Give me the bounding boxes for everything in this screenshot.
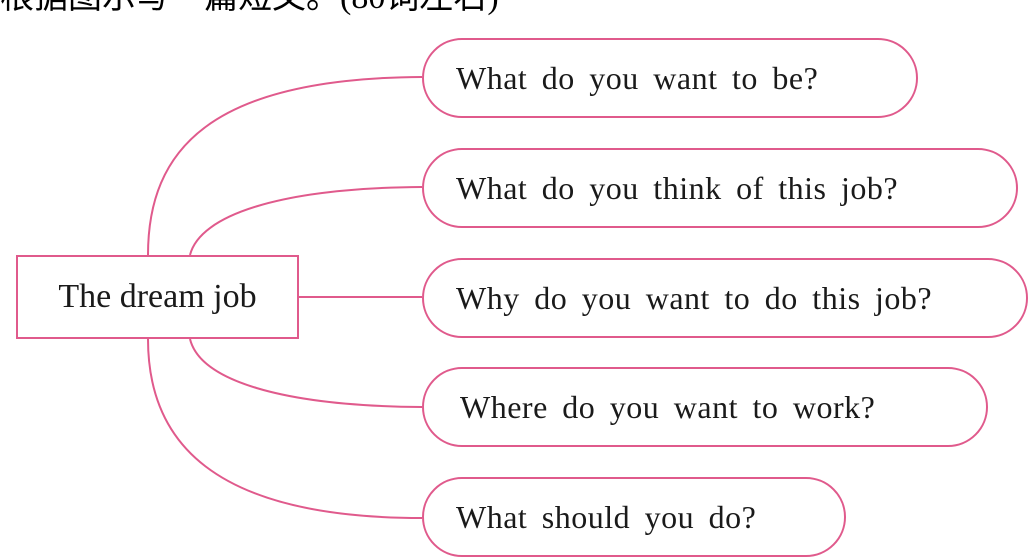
branch-label-2: What do you think of this job? [456, 169, 899, 206]
central-topic-box: The dream job [16, 255, 299, 339]
connector-line-5 [147, 338, 423, 519]
connector-line-2 [189, 186, 423, 256]
branch-label-1: What do you want to be? [456, 59, 819, 96]
connector-line-4 [189, 338, 423, 408]
branch-label-5: What should you do? [456, 498, 757, 535]
branch-node-1: What do you want to be? [422, 38, 918, 118]
instruction-fragment: 根据图示写一篇短文。(80词左右) [0, 0, 499, 16]
branch-node-5: What should you do? [422, 477, 846, 557]
branch-node-4: Where do you want to work? [422, 367, 988, 447]
central-topic-label: The dream job [58, 278, 257, 315]
branch-label-4: Where do you want to work? [460, 388, 876, 425]
branch-node-3: Why do you want to do this job? [422, 258, 1028, 338]
branch-label-3: Why do you want to do this job? [456, 279, 933, 316]
connector-line-1 [147, 76, 423, 256]
branch-node-2: What do you think of this job? [422, 148, 1018, 228]
